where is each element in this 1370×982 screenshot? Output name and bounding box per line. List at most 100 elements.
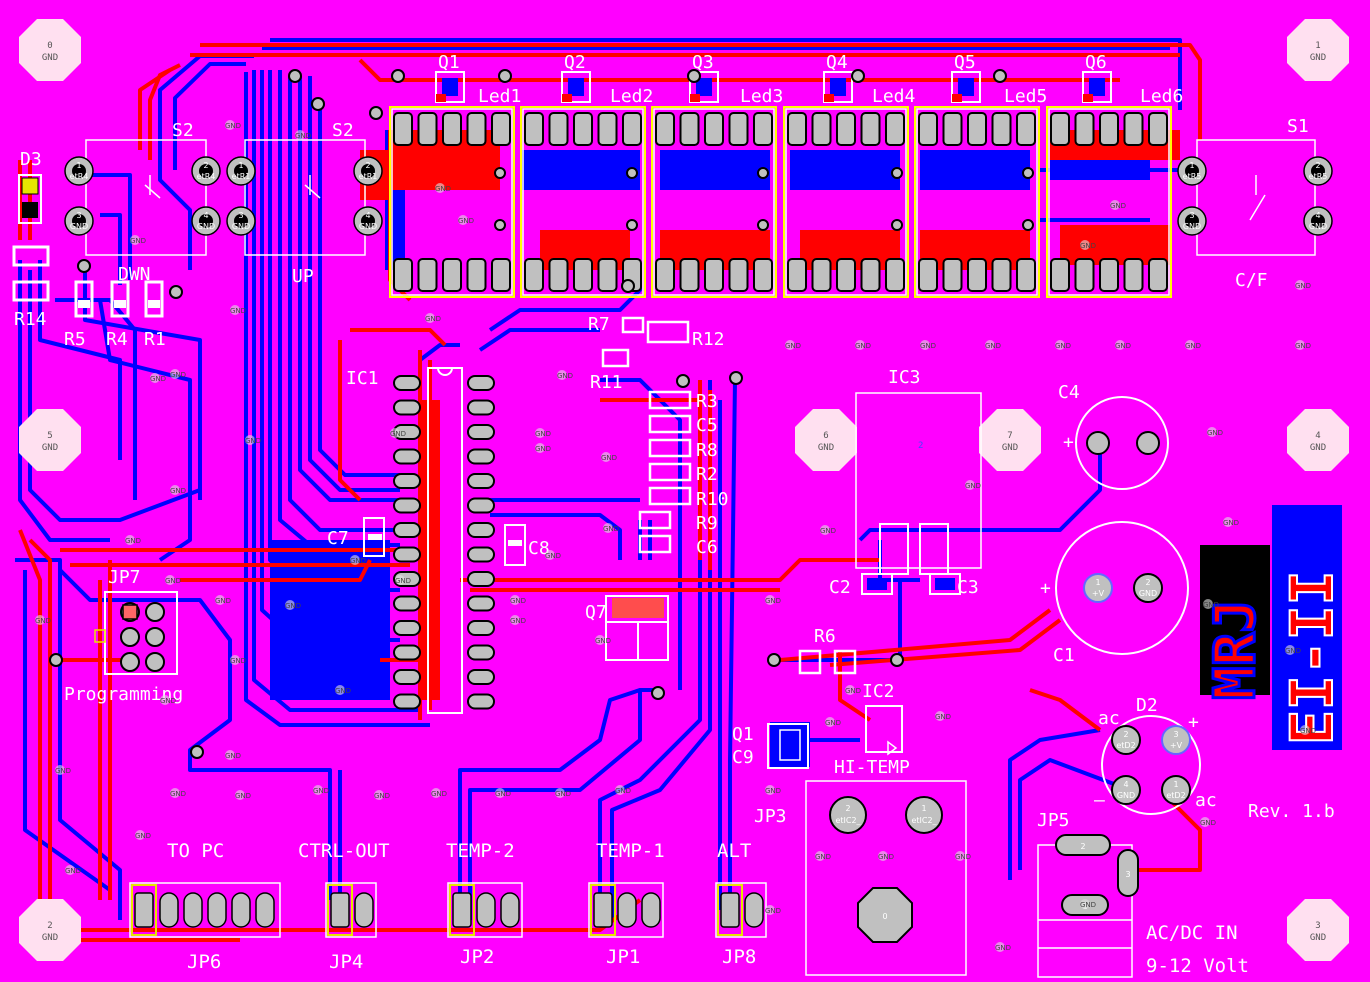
bottom-connectors: TO PC JP6 CTRL-OUT JP4 TEMP-2 JP2 xyxy=(129,840,767,973)
svg-text:1: 1 xyxy=(1189,161,1194,170)
gnd-marker xyxy=(1300,725,1310,735)
svg-text:+V: +V xyxy=(1170,741,1183,750)
d2-ac-bottom: ac xyxy=(1195,790,1217,811)
display-pin xyxy=(548,112,569,146)
display-pin xyxy=(655,112,675,146)
gnd-marker xyxy=(335,685,345,695)
gnd-marker-label: GND xyxy=(285,602,301,610)
gnd-marker-label: GND xyxy=(535,445,551,453)
hitemp-label: HI-TEMP xyxy=(834,757,910,778)
gnd-marker xyxy=(170,788,180,798)
gnd-marker-label: GND xyxy=(1185,342,1201,350)
gnd-marker-label: GND xyxy=(125,537,141,545)
display-pin xyxy=(753,258,773,292)
mount-hole-0: 0 GND xyxy=(19,19,81,81)
ic2-label: IC2 xyxy=(862,681,895,702)
svg-text:2: 2 xyxy=(203,161,208,170)
display-pin xyxy=(524,112,544,146)
mount-hole-2: 2 GND xyxy=(19,899,81,961)
display-pin xyxy=(442,258,462,292)
display-pin xyxy=(1148,258,1168,292)
switch-s2-up[interactable]: S2 UP xyxy=(244,120,366,287)
gnd-marker-label: GND xyxy=(785,342,801,350)
ic1-pin xyxy=(393,669,421,685)
gnd-marker xyxy=(374,790,384,800)
svg-text:GND: GND xyxy=(1139,589,1157,598)
connector-jp8-alt[interactable]: ALT JP8 xyxy=(715,840,767,968)
svg-text:3: 3 xyxy=(238,211,243,220)
gnd-marker xyxy=(495,788,505,798)
connector-jp6-to-pc[interactable]: TO PC JP6 xyxy=(129,840,281,973)
display-pin xyxy=(1016,258,1036,292)
svg-text:GND: GND xyxy=(70,222,88,231)
gnd-marker-label: GND xyxy=(1080,242,1096,250)
logo-mrj: MRJ xyxy=(1203,599,1268,700)
gnd-marker-label: GND xyxy=(965,482,981,490)
display-pin xyxy=(466,258,487,292)
q7-label: Q7 xyxy=(585,602,607,623)
gnd-marker xyxy=(615,785,625,795)
alt-label: ALT xyxy=(717,840,751,862)
mount-hole-net: GND xyxy=(1310,53,1326,63)
d2-label: D2 xyxy=(1136,695,1158,716)
gnd-marker-label: GND xyxy=(1285,647,1301,655)
svg-text:etIC2_: etIC2_ xyxy=(911,816,937,825)
gnd-marker-label: GND xyxy=(1223,519,1239,527)
c9-label: C9 xyxy=(732,747,754,768)
display-pin xyxy=(1123,112,1144,146)
gnd-marker-label: GND xyxy=(510,617,526,625)
gnd-marker-label: GND xyxy=(230,307,246,315)
display-pin xyxy=(787,258,807,292)
temp2-label: TEMP-2 xyxy=(446,840,515,862)
display-pin xyxy=(918,112,938,146)
display-pin xyxy=(622,112,642,146)
seven-segment-displays xyxy=(389,106,1172,298)
gnd-marker-label: GND xyxy=(1207,429,1223,437)
gnd-marker-label: GND xyxy=(55,767,71,775)
gnd-marker xyxy=(435,183,445,193)
svg-text:4: 4 xyxy=(1123,780,1128,789)
gnd-marker-label: GND xyxy=(878,853,894,861)
display-pin xyxy=(787,112,807,146)
svg-text:3: 3 xyxy=(1189,211,1194,220)
connector-jp4-ctrl-out[interactable]: CTRL-OUT JP4 xyxy=(298,840,390,973)
display-pin xyxy=(548,258,569,292)
gnd-marker-label: GND xyxy=(601,454,617,462)
ic1-pin xyxy=(393,644,421,661)
ic1-pin xyxy=(467,497,495,514)
gnd-marker xyxy=(65,865,75,875)
gnd-marker xyxy=(285,600,295,610)
ic1-pin xyxy=(467,595,495,612)
dwn-label: DWN xyxy=(118,264,151,285)
transistor-label: Q6 xyxy=(1085,52,1107,73)
svg-text:GND: GND xyxy=(359,222,377,231)
header-jp7[interactable]: JP7 Programming xyxy=(64,567,183,705)
gnd-marker-label: GND xyxy=(615,787,631,795)
mount-hole-7: 7 GND xyxy=(979,409,1041,471)
gnd-marker xyxy=(1080,899,1090,909)
connector-jp2-temp2[interactable]: TEMP-2 JP2 xyxy=(446,840,523,968)
led-d3: D3 xyxy=(18,149,42,224)
svg-text:2: 2 xyxy=(1123,730,1128,739)
gnd-marker-label: GND xyxy=(1203,601,1219,609)
display-pin xyxy=(728,112,749,146)
c4-label: C4 xyxy=(1058,382,1080,403)
switch-s2-down[interactable]: S2 DWN xyxy=(85,120,207,285)
connector-jp1-temp1[interactable]: TEMP-1 JP1 xyxy=(588,840,665,968)
r8-label: R8 xyxy=(696,440,718,461)
ic1-pin xyxy=(467,399,495,416)
mount-hole-1: 1 GND xyxy=(1287,19,1349,81)
gnd-marker-label: GND xyxy=(955,853,971,861)
acdc-in-label: AC/DC IN xyxy=(1146,922,1238,944)
gnd-marker-label: GND xyxy=(225,752,241,760)
ic3-label: IC3 xyxy=(888,367,921,388)
gnd-marker xyxy=(1110,200,1120,210)
gnd-marker xyxy=(995,942,1005,952)
power-jack-jp5[interactable]: 2 1 3 JP5 xyxy=(1037,810,1139,978)
mount-hole-net: GND xyxy=(1310,443,1326,453)
